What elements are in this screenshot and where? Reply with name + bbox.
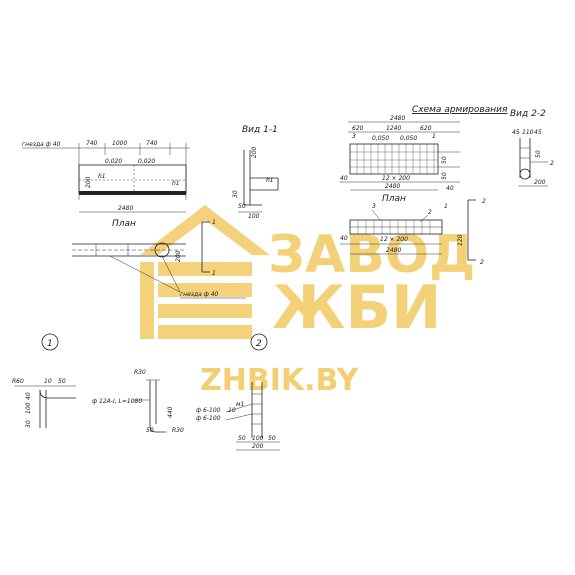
dim-50b: 50 (535, 150, 542, 158)
scheme-title: Схема армирования (412, 105, 508, 115)
watermark-line2: ЖБИ (272, 273, 441, 343)
dim-440: 440 (167, 406, 174, 418)
node-1: 1 R60 10 50 30 100 40 (12, 333, 76, 428)
node-2: 2 ф 6-100 ф 6-100 10 м1 50 100 50 200 (196, 333, 280, 451)
dim-50-right2: 50 (441, 172, 448, 180)
reinforcement-scheme: Схема армирования 2480 620 1240 620 3 0,… (340, 105, 508, 192)
dim-740b: 740 (146, 140, 158, 147)
dim-620: 620 (352, 125, 364, 132)
plan2-title: План (382, 194, 406, 204)
watermark-logo-icon (140, 205, 270, 339)
node1-label: 1 (47, 339, 53, 349)
stirrup1-label: ф 6-100 (196, 407, 221, 414)
dim-740a: 740 (86, 140, 98, 147)
dim-2480a: 2480 (118, 205, 133, 212)
dim-100b: 100 (25, 402, 32, 414)
rebar-note: ф 12А-I, L=1080 (92, 398, 142, 405)
dim-200b: 200 (251, 146, 258, 158)
socket-label-bottom: гнезда ф 40 (180, 291, 219, 298)
dim-2480b: 2480 (390, 115, 405, 122)
dim-r60: R60 (12, 378, 24, 385)
dim-0050b: 0,050 (400, 135, 417, 142)
dim-45a: 45 (512, 129, 520, 136)
plan1-title: План (112, 219, 136, 229)
dim-r30b: R30 (172, 427, 184, 434)
dim-100a: 100 (248, 213, 260, 220)
view-1-1: Вид 1-1 200 30 50 100 h1 (232, 125, 279, 220)
dim-40d: 40 (25, 392, 32, 400)
pos-3b: 3 (372, 203, 376, 210)
dim-50d: 50 (146, 427, 154, 434)
dim-40b: 40 (446, 185, 454, 192)
pos-1a: 1 (432, 133, 436, 140)
watermark-url: ZHBIK.BY (200, 363, 360, 398)
dim-2480d: 2480 (386, 247, 401, 254)
view-2-2: Вид 2-2 45 110 45 50 2 200 (510, 109, 554, 187)
dim-200-plan: 200 (175, 250, 182, 262)
dim-120: 120 (457, 234, 464, 246)
dim-1240: 1240 (386, 125, 401, 132)
dim-30b: 30 (25, 420, 32, 428)
pos-2b: 2 (428, 209, 432, 216)
dim-50a: 50 (238, 203, 246, 210)
dim-50-right: 50 (441, 156, 448, 164)
dim-40c: 40 (340, 235, 348, 242)
dim-0020a: 0,020 (105, 158, 122, 165)
plan-left: План 200 гнезда ф 40 1 1 (72, 219, 246, 299)
dim-0020b: 0,020 (138, 158, 155, 165)
dim-200a: 200 (85, 176, 92, 188)
dim-110: 110 (522, 129, 534, 136)
section-mark-1-bottom: 1 (212, 270, 216, 277)
dim-30: 30 (232, 190, 239, 198)
node2-label: 2 (256, 339, 262, 349)
watermark: ЗАВОД ЖБИ ZHBIK.BY (140, 205, 475, 398)
front-view: гнезда ф 40 740 1000 740 0,020 0,020 200… (22, 140, 190, 213)
dim-1000: 1000 (112, 140, 127, 147)
dim-200c: 200 (534, 179, 546, 186)
dim-40a: 40 (340, 175, 348, 182)
dim-h1b: h1 (172, 180, 180, 187)
section-mark-2-top: 2 (482, 198, 486, 205)
section-mark-2-bottom: 2 (480, 259, 484, 266)
dim-100c: 100 (252, 435, 264, 442)
dim-10: 10 (44, 378, 52, 385)
view22-title: Вид 2-2 (510, 109, 546, 119)
dim-r30a: R30 (134, 369, 146, 376)
dim-h1a: h1 (98, 173, 106, 180)
view11-title: Вид 1-1 (242, 125, 278, 135)
dim-12x200: 12 × 200 (382, 175, 410, 182)
watermark-line1: ЗАВОД (268, 225, 475, 285)
dim-2480c: 2480 (385, 183, 400, 190)
dim-0050a: 0,050 (372, 135, 389, 142)
dim-620b: 620 (420, 125, 432, 132)
dim-50c: 50 (58, 378, 66, 385)
dim-12x200b: 12 × 200 (380, 236, 408, 243)
socket-label-top: гнезда ф 40 (22, 141, 61, 148)
dim-200d: 200 (252, 443, 264, 450)
dim-m1: м1 (236, 401, 244, 408)
pos-2: 2 (550, 160, 554, 167)
dim-45b: 45 (534, 129, 542, 136)
dim-h1c: h1 (266, 177, 274, 184)
rebar-detail: R30 ф 12А-I, L=1080 440 50 R30 (92, 369, 184, 434)
dim-50f: 50 (268, 435, 276, 442)
stirrup2-label: ф 6-100 (196, 415, 221, 422)
pos-1c: 1 (444, 203, 448, 210)
dim-50e: 50 (238, 435, 246, 442)
section-mark-1-top: 1 (212, 219, 216, 226)
pos-3: 3 (352, 133, 356, 140)
plan-right: План 3 2 1 40 12 × 200 2480 120 2 2 (340, 194, 486, 266)
dim-10b: 10 (228, 407, 236, 414)
